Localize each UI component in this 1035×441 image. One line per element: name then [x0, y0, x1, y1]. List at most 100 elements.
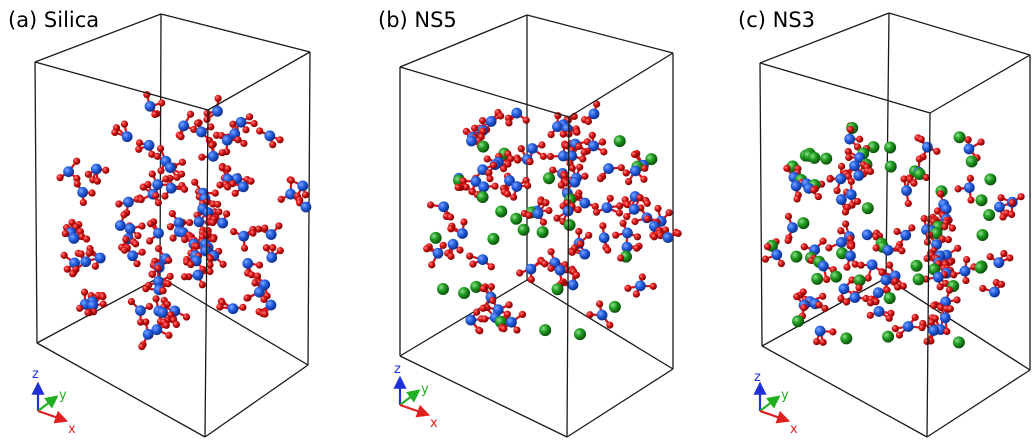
oxygen-atom — [674, 229, 682, 238]
sodium-atom — [912, 273, 925, 286]
silicon-atom — [849, 160, 860, 172]
silicon-atom — [192, 269, 204, 281]
oxygen-atom — [842, 220, 850, 228]
box-edge — [568, 52, 674, 118]
oxygen-atom — [1017, 193, 1025, 201]
oxygen-atom — [102, 166, 110, 174]
silicon-atom — [504, 175, 515, 186]
box-edge — [566, 116, 570, 438]
oxygen-atom — [526, 158, 534, 166]
oxygen-atom — [447, 225, 455, 233]
silicon-atom — [861, 229, 873, 241]
oxygen-atom — [954, 244, 962, 252]
oxygen-atom — [900, 175, 908, 183]
silicon-atom — [928, 325, 940, 336]
oxygen-atom — [454, 183, 462, 192]
oxygen-atom — [127, 297, 135, 306]
oxygen-atom — [650, 233, 658, 241]
box-edge — [34, 13, 162, 63]
oxygen-atom — [843, 263, 851, 271]
silicon-atom — [94, 252, 106, 264]
silicon-atom — [235, 116, 247, 128]
oxygen-atom — [855, 284, 863, 292]
oxygen-atom — [276, 247, 284, 255]
box-edge — [759, 12, 890, 64]
oxygen-atom — [625, 177, 633, 186]
oxygen-atom — [923, 238, 932, 246]
oxygen-atom — [823, 275, 831, 284]
silicon-atom — [242, 258, 254, 269]
box-edge — [204, 364, 309, 438]
x-axis-label: x — [68, 422, 76, 437]
oxygen-atom — [115, 200, 123, 208]
oxygen-atom — [99, 293, 107, 301]
oxygen-atom — [138, 248, 146, 256]
silicon-atom — [989, 286, 1000, 298]
oxygen-atom — [574, 206, 582, 214]
silicon-atom — [221, 134, 233, 146]
oxygen-atom — [568, 164, 576, 172]
oxygen-atom — [999, 213, 1007, 221]
oxygen-atom — [575, 227, 583, 236]
oxygen-atom — [203, 109, 211, 117]
oxygen-atom — [891, 277, 899, 285]
oxygen-atom — [262, 244, 270, 252]
oxygen-atom — [1006, 254, 1014, 262]
oxygen-atom — [198, 153, 206, 161]
oxygen-atom — [145, 302, 154, 311]
sodium-atom — [867, 141, 880, 154]
oxygen-atom — [938, 235, 946, 243]
silicon-atom — [264, 130, 276, 142]
oxygen-atom — [138, 343, 146, 351]
oxygen-atom — [966, 174, 975, 183]
oxygen-atom — [206, 254, 214, 263]
silicon-atom — [511, 107, 523, 119]
oxygen-atom — [604, 246, 612, 254]
oxygen-atom — [546, 152, 555, 161]
oxygen-atom — [576, 240, 584, 248]
oxygen-atom — [120, 211, 128, 219]
oxygen-atom — [487, 283, 495, 291]
oxygen-atom — [485, 169, 493, 177]
oxygen-atom — [439, 241, 447, 249]
oxygen-atom — [1008, 199, 1016, 207]
silicon-atom — [596, 309, 608, 321]
oxygen-atom — [154, 199, 162, 207]
silicon-atom — [457, 228, 468, 239]
silicon-atom — [629, 165, 641, 177]
box-edge — [399, 66, 570, 118]
silicon-atom — [835, 236, 847, 248]
oxygen-atom — [654, 204, 662, 213]
box-edge — [34, 61, 38, 344]
sodium-atom — [470, 280, 483, 293]
oxygen-atom — [234, 136, 242, 144]
silicon-atom — [872, 287, 884, 299]
silicon-atom — [153, 276, 164, 287]
oxygen-atom — [153, 152, 162, 160]
sodium-atom — [613, 135, 626, 148]
panel-c-box-back — [761, 12, 1031, 371]
sodium-atom — [913, 168, 926, 181]
oxygen-atom — [518, 310, 527, 319]
sodium-atom — [975, 194, 988, 207]
oxygen-atom — [207, 123, 215, 131]
sodium-atom — [910, 259, 923, 272]
box-edge — [926, 369, 1031, 438]
oxygen-atom — [240, 139, 248, 148]
silicon-atom — [525, 263, 537, 275]
oxygen-atom — [256, 127, 264, 135]
silicon-atom — [579, 197, 591, 209]
oxygen-atom — [135, 139, 144, 147]
panel-b-title: (b) NS5 — [378, 8, 457, 32]
oxygen-atom — [148, 170, 156, 178]
silicon-atom — [932, 271, 944, 283]
oxygen-atom — [73, 180, 81, 188]
oxygen-atom — [483, 155, 491, 163]
oxygen-atom — [99, 300, 107, 308]
panel-a-axis-triad: z y x — [31, 367, 76, 437]
oxygen-atom — [844, 147, 852, 156]
oxygen-atom — [164, 280, 172, 288]
oxygen-atom — [277, 195, 285, 203]
oxygen-atom — [545, 206, 553, 215]
box-edge — [204, 109, 209, 438]
